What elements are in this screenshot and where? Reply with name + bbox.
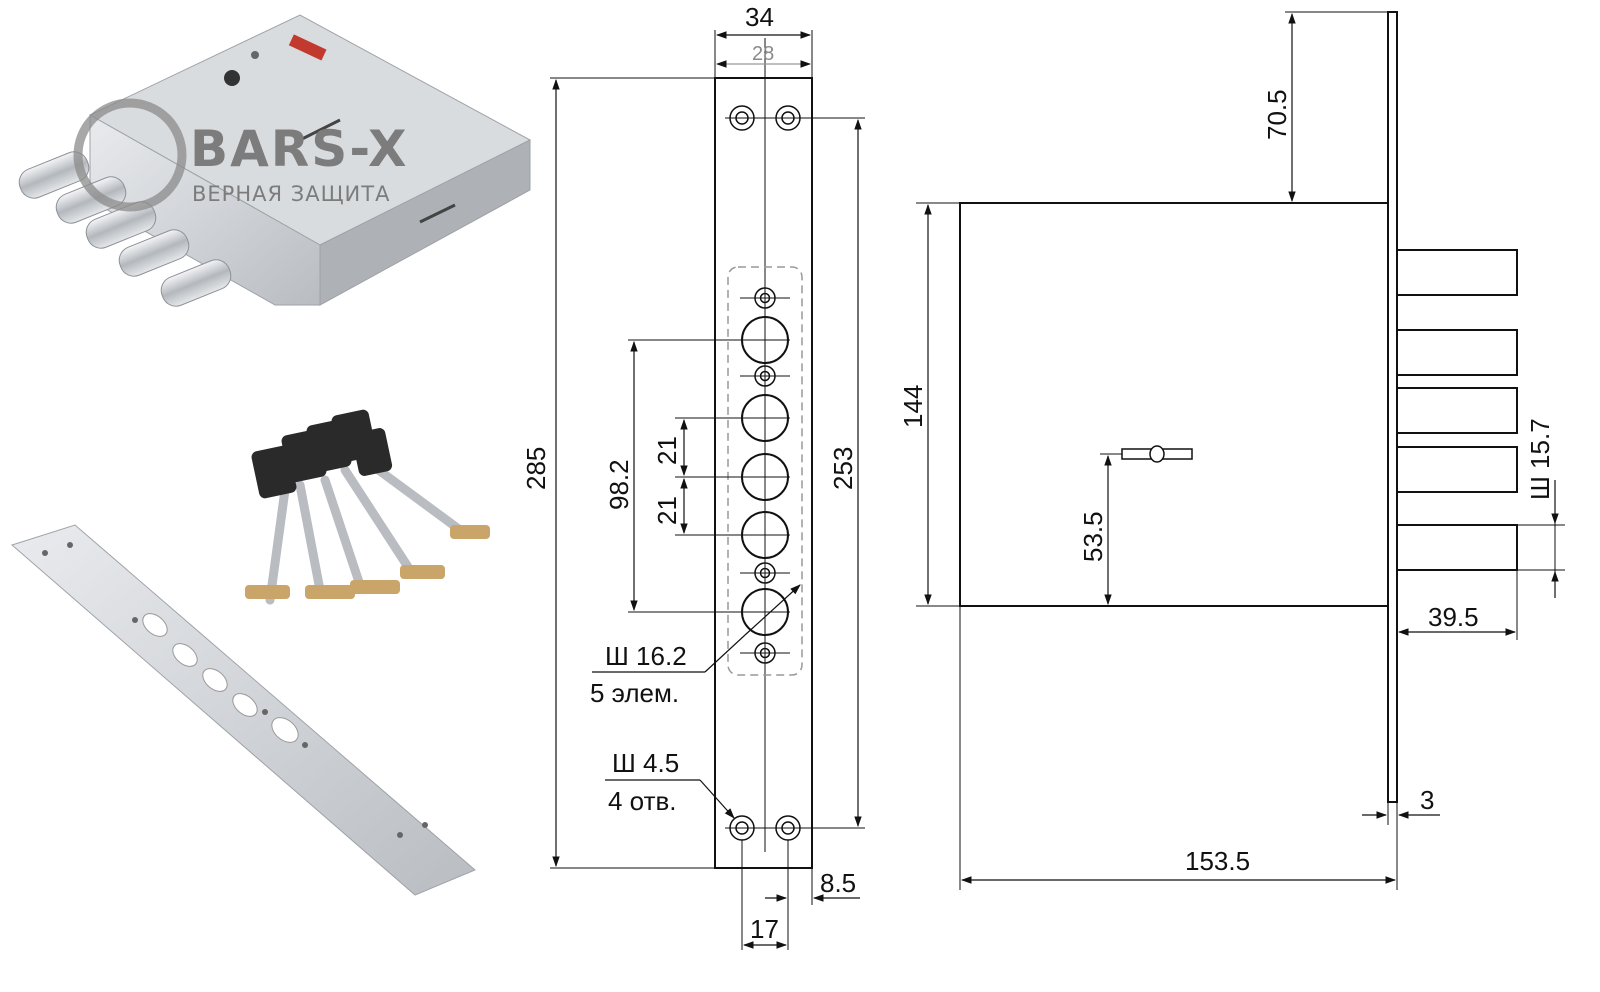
bolt-span-label: 98.2 — [604, 459, 634, 510]
plate-height-label: 285 — [521, 447, 551, 490]
bolt-throw-label: 39.5 — [1428, 602, 1479, 632]
logo-brand: BARS-X — [190, 120, 409, 178]
hole-count-label: 4 отв. — [608, 786, 677, 816]
top-offset-label: 70.5 — [1262, 89, 1292, 140]
hole-diameter-label: Ш 4.5 — [612, 748, 679, 778]
backset-label: 17 — [750, 914, 779, 944]
front-plate-drawing — [550, 30, 865, 950]
logo-tagline: ВЕРНАЯ ЗАЩИТА — [192, 182, 390, 206]
bolt-pitch-label-2: 21 — [652, 496, 682, 525]
lock-body-photo: BARS-X ВЕРНАЯ ЗАЩИТА — [18, 14, 532, 307]
front-plate-outline — [714, 77, 813, 869]
side-view-drawing — [916, 11, 1565, 890]
plate-width-label: 34 — [745, 2, 774, 32]
bolt-count-label: 5 элем. — [590, 678, 679, 708]
plate-inner-width-label: 28 — [752, 43, 774, 65]
lock-case-outline — [959, 202, 1389, 607]
lock-bolts-photo — [18, 151, 232, 307]
bolt-diameter-label: Ш 16.2 — [605, 641, 687, 671]
keys-photo — [245, 409, 490, 605]
body-height-label: 144 — [898, 385, 928, 428]
front-plate-photo — [10, 524, 476, 896]
bolt-area-holes — [740, 287, 790, 664]
side-bolts — [1396, 249, 1518, 571]
offset-label: 8.5 — [820, 868, 856, 898]
faceplate-outline — [1387, 11, 1398, 803]
logo-emblem-icon — [73, 98, 187, 212]
side-bolt-diameter-label: Ш 15.7 — [1525, 418, 1555, 500]
keyhole-height-label: 53.5 — [1078, 511, 1108, 562]
hole-span-label: 253 — [828, 447, 858, 490]
bolt-pitch-label-1: 21 — [652, 436, 682, 465]
plate-thickness-label: 3 — [1420, 785, 1434, 815]
total-length-label: 153.5 — [1185, 846, 1250, 876]
